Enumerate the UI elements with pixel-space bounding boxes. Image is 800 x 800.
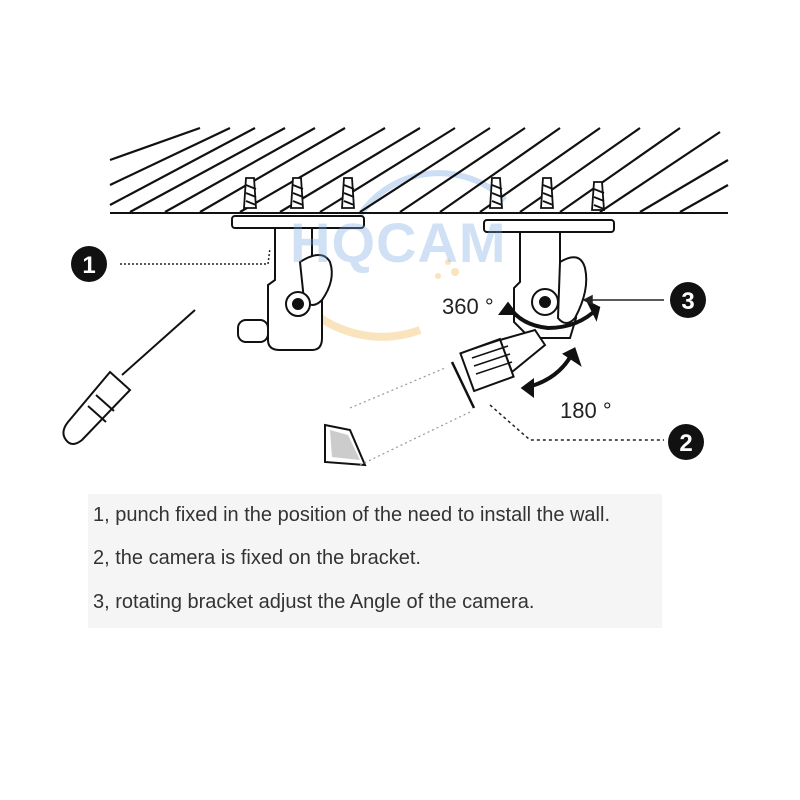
callout-2: 2 (668, 424, 704, 460)
leader-line-3 (582, 294, 664, 306)
callout-3: 3 (670, 282, 706, 318)
watermark-text: HQCAM (290, 211, 507, 274)
right-bracket (483, 219, 615, 339)
instruction-panel (88, 494, 662, 628)
angle-label-360: 360 ° (442, 294, 494, 319)
leader-line-1 (120, 247, 271, 265)
svg-text:1: 1 (82, 252, 95, 279)
camera-housing-dashed (349, 367, 471, 466)
ceiling-hatching (109, 126, 729, 213)
screwdriver (62, 309, 196, 445)
camera-body (324, 328, 547, 467)
callout-1: 1 (71, 246, 107, 282)
instruction-step-3: 3, rotating bracket adjust the Angle of … (93, 591, 535, 613)
instruction-step-2: 2, the camera is fixed on the bracket. (93, 547, 421, 569)
svg-text:2: 2 (679, 430, 692, 457)
rotation-arrow-180 (520, 347, 582, 398)
instruction-step-1: 1, punch fixed in the position of the ne… (93, 504, 611, 526)
angle-label-180: 180 ° (560, 398, 612, 423)
svg-text:3: 3 (681, 288, 694, 315)
left-bracket (231, 215, 365, 351)
rotation-arrow-360 (498, 299, 601, 331)
